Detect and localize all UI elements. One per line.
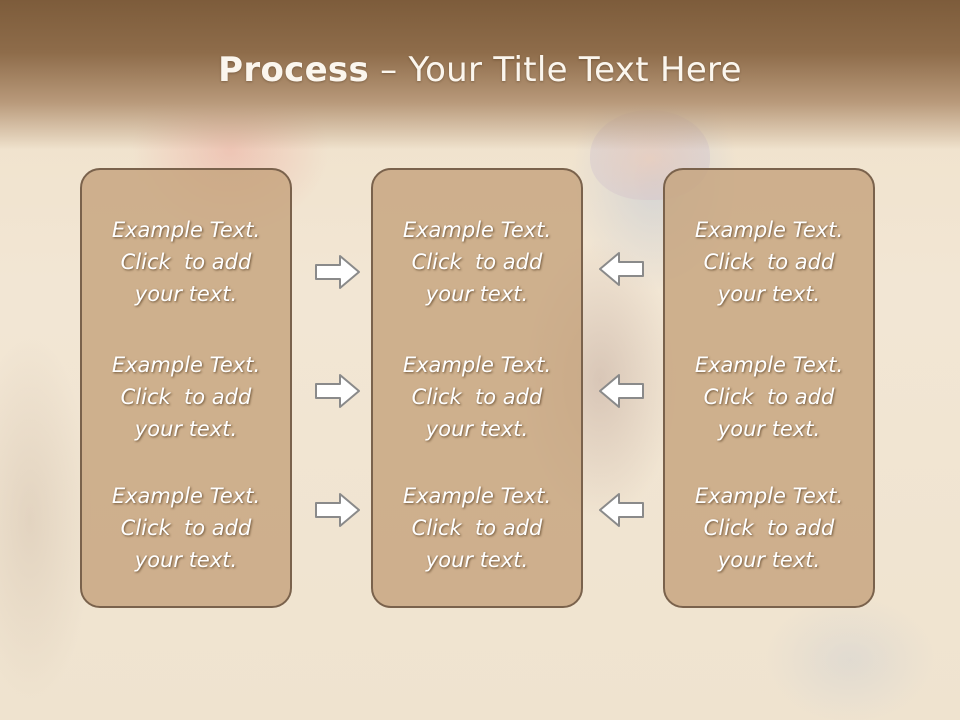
item-line: Example Text. (402, 484, 552, 508)
left-arrow-icon[interactable] (597, 250, 645, 288)
item-line: Example Text. (694, 484, 844, 508)
item-line: your text. (717, 282, 821, 306)
title-banner (0, 0, 960, 150)
item-line: Click to add (120, 250, 252, 274)
item-line: your text. (134, 417, 238, 441)
item-line: Click to add (703, 385, 835, 409)
text-item[interactable]: Example Text. Click to add your text. (665, 480, 873, 576)
text-item[interactable]: Example Text. Click to add your text. (82, 214, 290, 310)
item-line: Click to add (411, 385, 543, 409)
item-line: Click to add (703, 516, 835, 540)
item-line: Example Text. (111, 353, 261, 377)
item-line: Example Text. (402, 353, 552, 377)
text-item[interactable]: Example Text. Click to add your text. (82, 480, 290, 576)
item-line: Click to add (703, 250, 835, 274)
text-item[interactable]: Example Text. Click to add your text. (373, 214, 581, 310)
item-line: Click to add (120, 516, 252, 540)
right-arrow-icon[interactable] (314, 372, 362, 410)
right-arrow-icon[interactable] (314, 253, 362, 291)
item-line: Click to add (411, 250, 543, 274)
item-line: your text. (425, 282, 529, 306)
process-box-right[interactable]: Example Text. Click to add your text. Ex… (663, 168, 875, 608)
item-line: Example Text. (111, 484, 261, 508)
item-line: your text. (134, 282, 238, 306)
text-item[interactable]: Example Text. Click to add your text. (373, 349, 581, 445)
title-rest-part: – Your Title Text Here (369, 50, 742, 90)
item-line: your text. (425, 548, 529, 572)
right-arrow-icon[interactable] (314, 491, 362, 529)
item-line: Example Text. (402, 218, 552, 242)
title-bold-part: Process (218, 50, 370, 90)
text-item[interactable]: Example Text. Click to add your text. (665, 214, 873, 310)
process-box-center[interactable]: Example Text. Click to add your text. Ex… (371, 168, 583, 608)
process-box-left[interactable]: Example Text. Click to add your text. Ex… (80, 168, 292, 608)
item-line: Example Text. (694, 353, 844, 377)
item-line: your text. (134, 548, 238, 572)
text-item[interactable]: Example Text. Click to add your text. (373, 480, 581, 576)
text-item[interactable]: Example Text. Click to add your text. (665, 349, 873, 445)
item-line: your text. (717, 417, 821, 441)
item-line: Click to add (411, 516, 543, 540)
text-item[interactable]: Example Text. Click to add your text. (82, 349, 290, 445)
item-line: Example Text. (111, 218, 261, 242)
item-line: your text. (425, 417, 529, 441)
left-arrow-icon[interactable] (597, 372, 645, 410)
left-arrow-icon[interactable] (597, 491, 645, 529)
item-line: your text. (717, 548, 821, 572)
item-line: Example Text. (694, 218, 844, 242)
slide-title[interactable]: Process – Your Title Text Here (0, 50, 960, 90)
item-line: Click to add (120, 385, 252, 409)
